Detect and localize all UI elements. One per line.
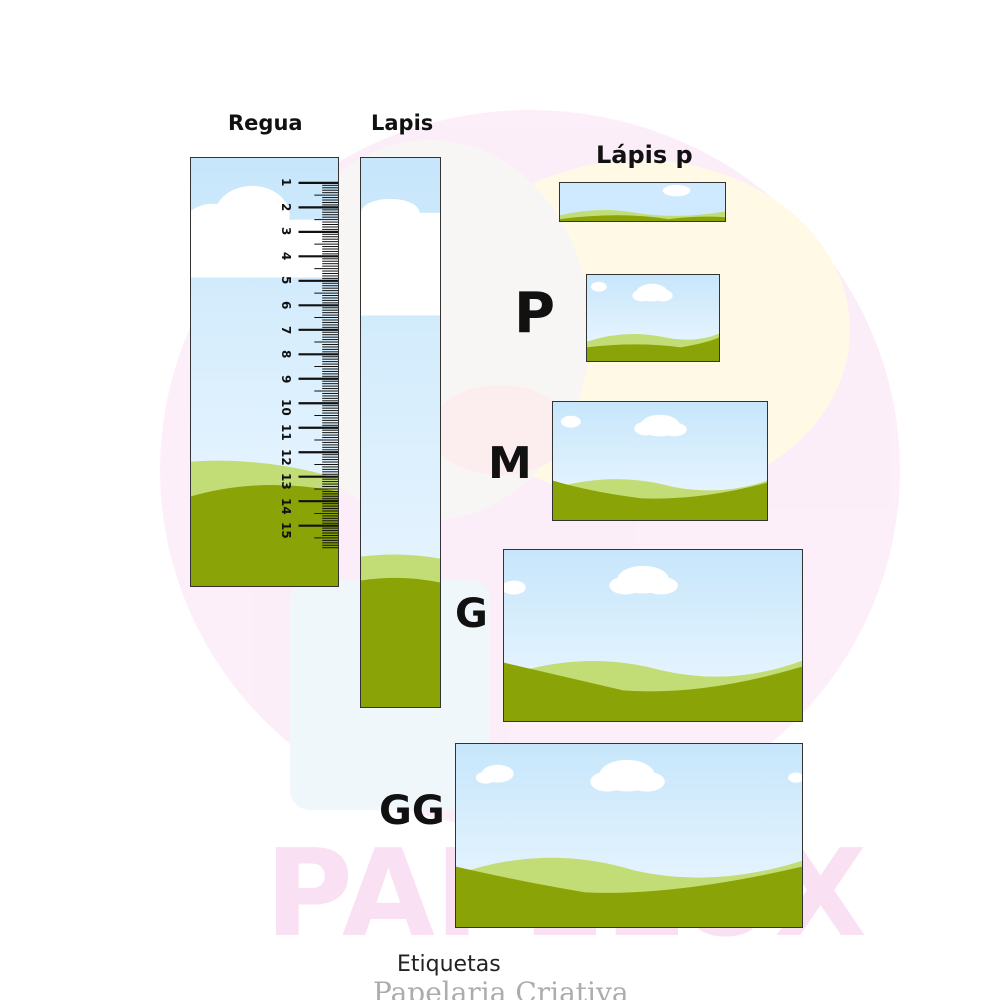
- ruler-number: 13: [279, 473, 293, 490]
- size-p-letter: P: [514, 281, 556, 346]
- ruler-number: 14: [279, 497, 293, 515]
- size-g-letter: G: [455, 591, 488, 637]
- heading-lapis: Lapis: [371, 111, 434, 135]
- size-gg-letter: GG: [379, 788, 445, 834]
- ruler-number: 8: [279, 350, 293, 359]
- ruler-number: 4: [279, 251, 293, 261]
- label-size-g: [503, 549, 803, 722]
- ruler-number: 2: [279, 202, 293, 211]
- label-size-m: [552, 401, 768, 521]
- ruler-number: 11: [279, 424, 293, 441]
- heading-regua: Regua: [228, 111, 303, 135]
- ruler-label: [190, 157, 339, 587]
- watermark-subtitle: Papelaria Criativa: [373, 976, 629, 1000]
- ruler-scale: [298, 181, 338, 549]
- ruler-number: 10: [279, 399, 293, 417]
- size-m-letter: M: [488, 438, 532, 489]
- lapis-p-label: [559, 182, 726, 222]
- pencil-label: [360, 157, 441, 708]
- ruler-number: 6: [279, 301, 293, 310]
- heading-lapis-p: Lápis p: [596, 141, 693, 169]
- ruler-number: 12: [279, 448, 293, 466]
- ruler-number: 15: [279, 522, 293, 540]
- ruler-number: 7: [279, 325, 293, 334]
- footer-title: Etiquetas: [397, 952, 501, 977]
- ruler-number: 1: [279, 178, 293, 187]
- label-size-p: [586, 274, 720, 362]
- label-size-gg: [455, 743, 803, 928]
- ruler-number: 5: [279, 276, 293, 285]
- ruler-number: 3: [279, 227, 293, 236]
- ruler-number: 9: [279, 374, 293, 384]
